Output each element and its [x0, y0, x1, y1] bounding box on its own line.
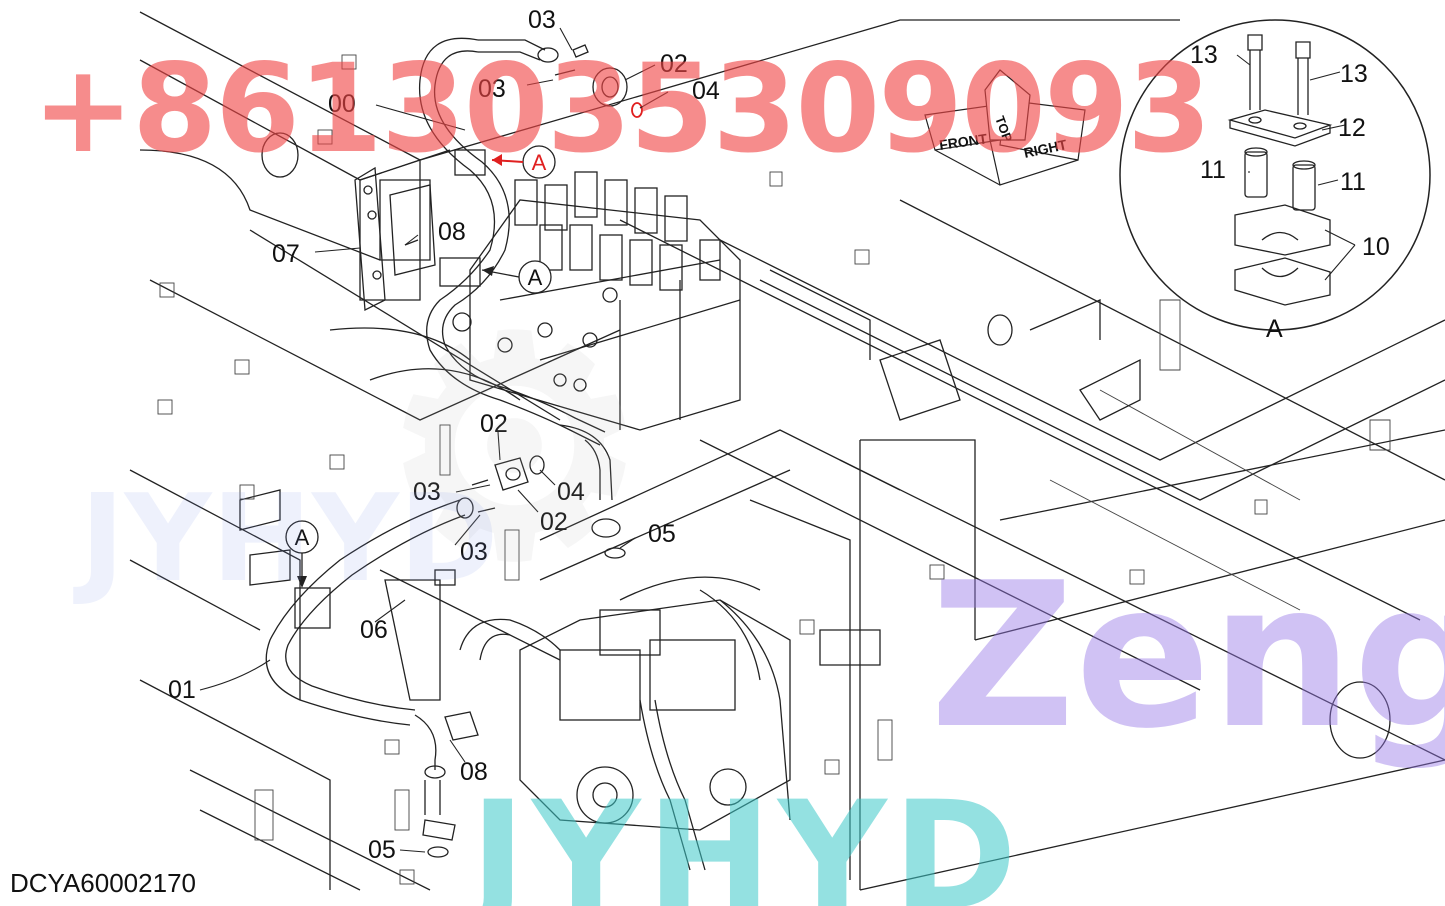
callout-03-mid: 03: [413, 478, 441, 506]
callout-13-left: 13: [1190, 41, 1218, 69]
frame-outline: [129, 11, 1445, 891]
callout-08-lower: 08: [460, 758, 488, 786]
callout-labels: 03 03 02 04 00 07 08 02 03 04 02 03 05 0…: [168, 6, 1390, 864]
callout-04-top: 04: [692, 77, 720, 105]
detail-view-label: A: [1266, 315, 1283, 343]
phone-watermark: +8613035309093: [32, 38, 1212, 180]
callout-05-lower: 05: [368, 836, 396, 864]
callout-02-top: 02: [660, 50, 688, 78]
orientation-cube: FRONT TOP RIGHT: [924, 69, 1086, 186]
callout-03-lower: 03: [460, 538, 488, 566]
clamp-blocks: [439, 149, 486, 287]
callout-03-top: 03: [528, 6, 556, 34]
callout-02-lower: 02: [540, 508, 568, 536]
marker-a-red: A: [491, 145, 556, 179]
pump-assembly: [459, 576, 791, 871]
marker-a-black-label: A: [528, 265, 543, 290]
faint-brand-watermark: JYHYD: [80, 470, 499, 609]
callout-00: 00: [328, 90, 356, 118]
marker-a-lower-label: A: [295, 525, 310, 550]
hose-01: [265, 497, 474, 815]
name-watermark: Zeng: [930, 540, 1445, 773]
callout-12: 12: [1338, 114, 1366, 142]
callout-01: 01: [168, 676, 196, 704]
fittings-upper: [554, 44, 643, 118]
callout-05-mid: 05: [648, 520, 676, 548]
callout-04-mid: 04: [557, 478, 585, 506]
callout-08-upper: 08: [438, 218, 466, 246]
cube-front-label: FRONT: [938, 130, 988, 153]
callout-07: 07: [272, 240, 300, 268]
bracket-07: [354, 166, 436, 312]
callout-13-right: 13: [1340, 60, 1368, 88]
leader-lines: [199, 27, 1356, 853]
frame-clips: [157, 54, 1268, 885]
detail-view-a: [1119, 19, 1431, 331]
callout-11-left: 11: [1200, 156, 1226, 184]
callout-03-left: 03: [478, 75, 506, 103]
callout-11-right: 11: [1340, 168, 1366, 196]
callout-02-mid: 02: [480, 410, 508, 438]
callout-06: 06: [360, 616, 388, 644]
marker-a-red-label: A: [532, 150, 547, 175]
drawing-code: DCYA60002170: [10, 868, 196, 898]
fittings-middle: [422, 455, 626, 858]
callout-10: 10: [1362, 233, 1390, 261]
marker-a-lower: A: [285, 520, 319, 588]
marker-a-black: A: [481, 260, 552, 294]
faint-logo-watermark: ⚙: [380, 270, 649, 623]
control-valve: [452, 171, 741, 431]
brand-watermark: JYHYD: [470, 770, 1024, 906]
